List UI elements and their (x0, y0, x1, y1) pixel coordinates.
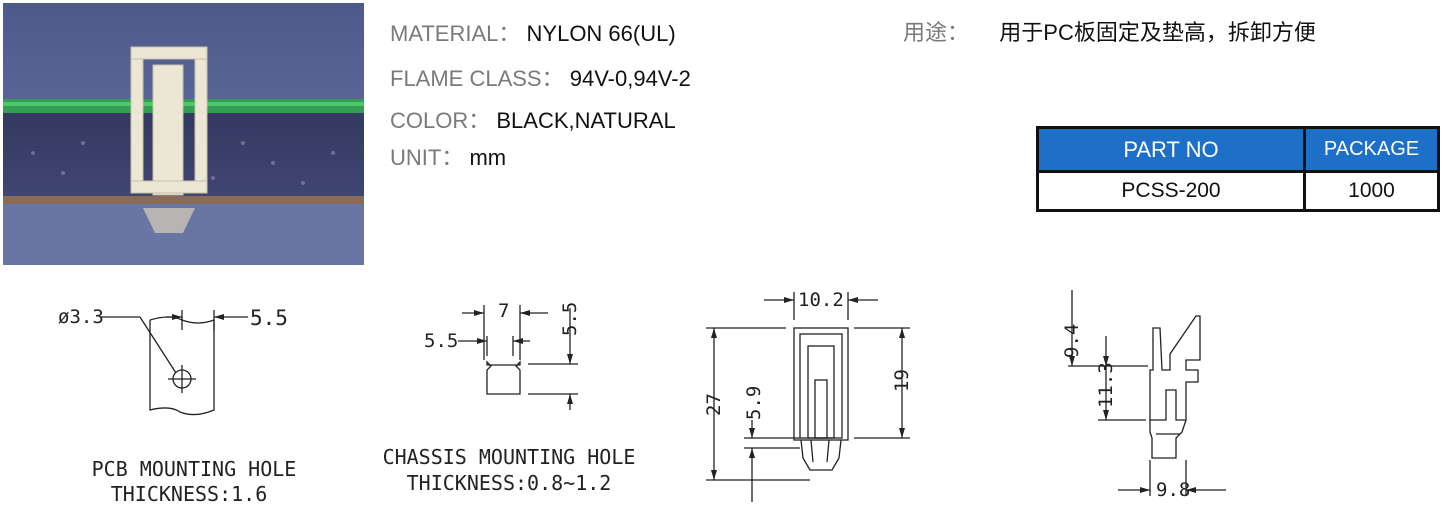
chassis-caption-2: THICKNESS:0.8~1.2 (407, 471, 612, 495)
side-h2-label: 11.3 (1095, 362, 1117, 408)
front-height3-label: 5.9 (743, 386, 765, 420)
chassis-width-label: 7 (498, 300, 509, 322)
pcb-caption-1: PCB MOUNTING HOLE (92, 457, 297, 481)
spec-color-label: COLOR： (390, 108, 491, 133)
front-view-drawing (706, 292, 910, 502)
side-h1-label: 9.4 (1061, 324, 1083, 358)
side-view-drawing (1068, 290, 1226, 496)
side-width-label: 9.8 (1156, 479, 1190, 501)
product-photo (3, 3, 364, 265)
cell-part-no: PCSS-200 (1036, 170, 1306, 212)
chassis-hole-drawing (458, 305, 578, 410)
technical-drawings: ø3.3 5.5 PCB MOUNTING HOLE THICKNESS:1.6… (58, 289, 1226, 506)
spec-material-label: MATERIAL： (390, 21, 521, 46)
spec-flame: FLAME CLASS： 94V-0,94V-2 (390, 61, 691, 93)
spec-flame-label: FLAME CLASS： (390, 66, 564, 91)
pcb-hole-drawing (100, 310, 248, 416)
usage-value: 用于PC板固定及垫高，拆卸方便 (999, 20, 1316, 45)
spec-material-value: NYLON 66(UL) (526, 21, 676, 46)
spec-flame-value: 94V-0,94V-2 (569, 66, 691, 91)
pcb-caption-2: THICKNESS:1.6 (111, 482, 268, 506)
front-width-label: 10.2 (798, 289, 844, 311)
header-part-no: PART NO (1036, 126, 1306, 173)
header-package: PACKAGE (1303, 126, 1440, 173)
spec-material: MATERIAL： NYLON 66(UL) (390, 16, 676, 48)
pcb-diameter-label: ø3.3 (58, 306, 104, 328)
part-table: PART NO PACKAGE PCSS-200 1000 (1036, 126, 1440, 212)
front-height2-label: 19 (891, 369, 913, 392)
usage-line: 用途： 用于PC板固定及垫高，拆卸方便 (903, 15, 1316, 47)
spec-unit: UNIT： mm (390, 140, 506, 172)
spec-color-value: BLACK,NATURAL (496, 108, 676, 133)
front-height-label: 27 (703, 393, 725, 416)
table-row: PCSS-200 1000 (1036, 170, 1440, 212)
pcb-dim-label: 5.5 (250, 306, 288, 330)
chassis-height-label: 5.5 (559, 302, 581, 336)
chassis-length-label: 5.5 (424, 330, 458, 352)
spec-color: COLOR： BLACK,NATURAL (390, 103, 676, 135)
chassis-caption-1: CHASSIS MOUNTING HOLE (383, 445, 636, 469)
spec-unit-value: mm (469, 145, 507, 170)
cell-package: 1000 (1303, 170, 1440, 212)
spec-unit-label: UNIT： (390, 145, 464, 170)
usage-label: 用途： (903, 20, 970, 45)
